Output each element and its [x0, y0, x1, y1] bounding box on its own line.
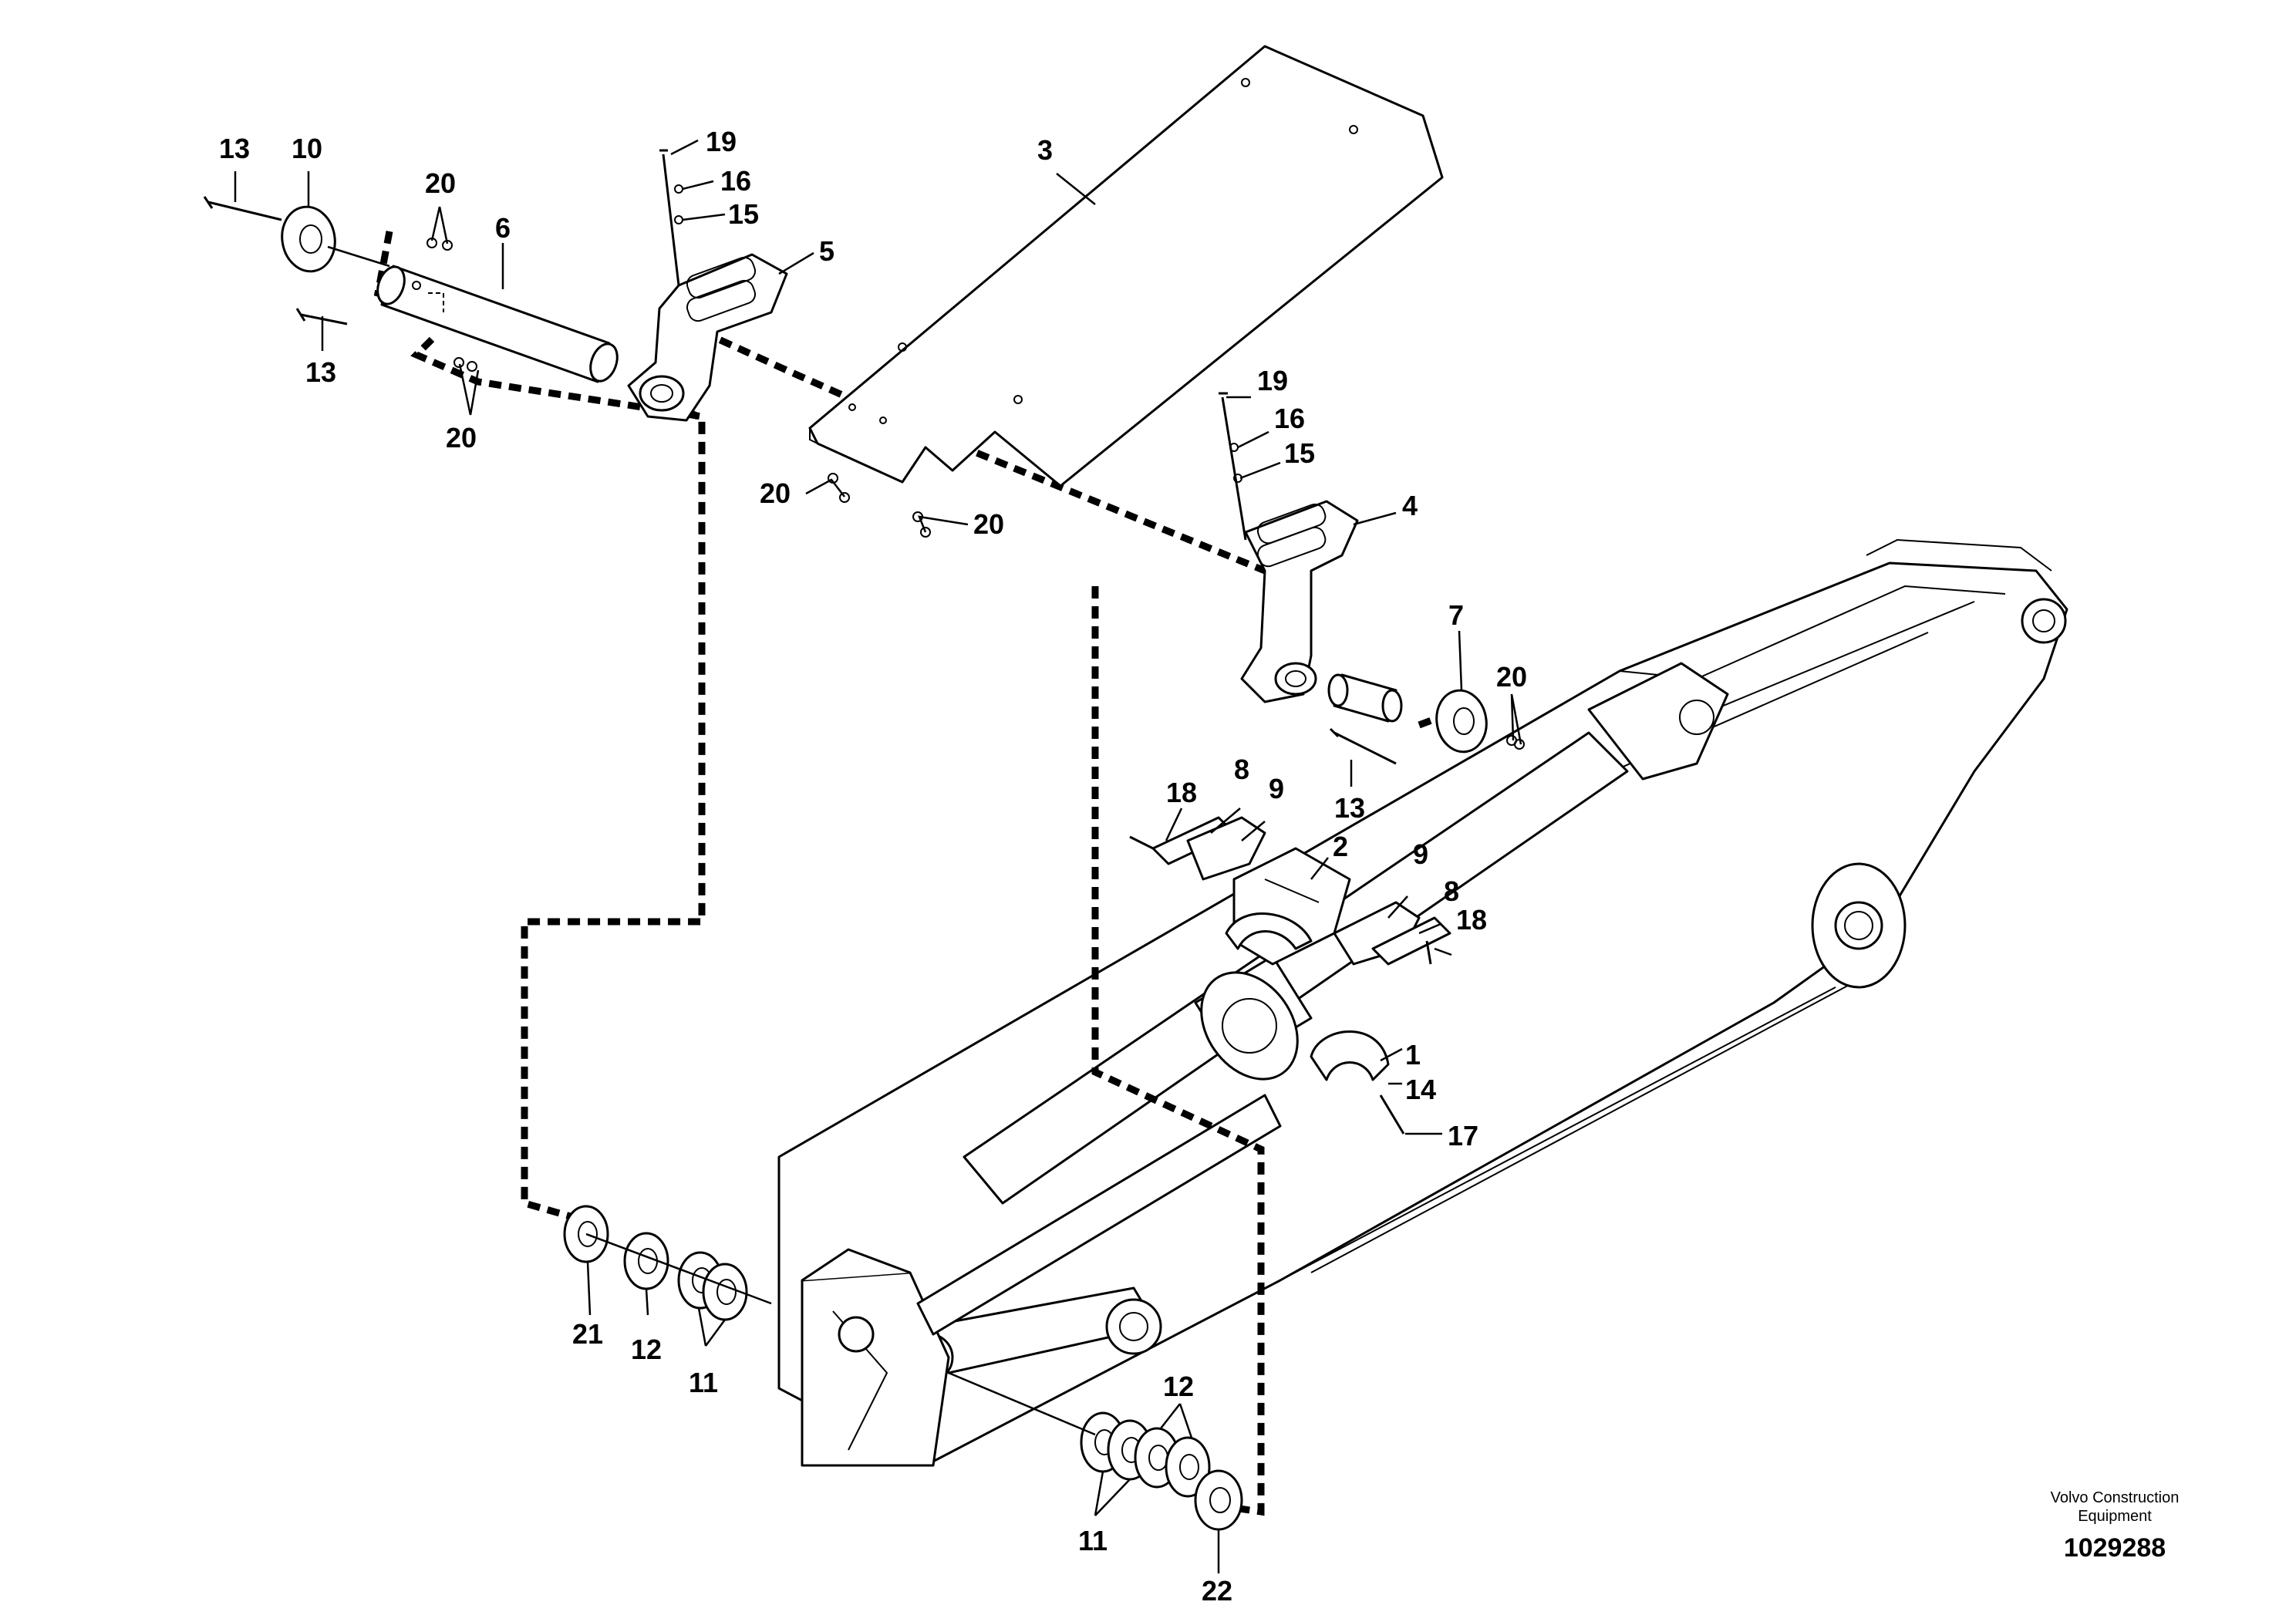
callout-18: 18	[1456, 904, 1487, 936]
callout-21: 21	[572, 1318, 603, 1350]
callout-13: 13	[219, 133, 250, 164]
shims-right	[948, 1371, 1243, 1531]
part-3-cover-plate	[808, 45, 1444, 487]
part-10-washer	[281, 205, 390, 273]
callout-11: 11	[689, 1367, 718, 1398]
callout-15: 15	[728, 198, 759, 230]
callout-12: 12	[1163, 1371, 1194, 1402]
callout-10: 10	[292, 133, 322, 164]
callout-8: 8	[1444, 875, 1459, 907]
callout-16: 16	[1274, 403, 1305, 434]
callout-20: 20	[446, 422, 477, 454]
callout-1: 1	[1405, 1039, 1421, 1071]
callout-20: 20	[1496, 661, 1527, 693]
drawing-number: 1029288	[2064, 1533, 2166, 1563]
callout-3: 3	[1037, 134, 1053, 166]
title-block: Volvo Construction Equipment 1029288	[2051, 1489, 2180, 1563]
callout-6: 6	[495, 212, 511, 244]
callout-11: 11	[1078, 1525, 1108, 1556]
manufacturer-credit-line2: Equipment	[2078, 1508, 2152, 1525]
callout-19: 19	[1257, 365, 1288, 396]
callout-20: 20	[425, 167, 456, 199]
part-1-clamp-half	[1310, 1030, 1405, 1135]
callout-15: 15	[1284, 437, 1315, 469]
callout-labels: 13 10 20 6 13 20 19 16 15 5 3 20 20 19 1…	[219, 126, 1527, 1607]
boom-structure	[777, 538, 2068, 1467]
callout-7: 7	[1448, 599, 1464, 631]
callout-8: 8	[1234, 754, 1249, 785]
callout-13: 13	[305, 356, 336, 388]
callout-22: 22	[1202, 1575, 1232, 1607]
callout-2: 2	[1333, 831, 1348, 862]
manufacturer-credit-line1: Volvo Construction	[2051, 1489, 2180, 1506]
callout-4: 4	[1402, 490, 1418, 521]
callout-16: 16	[720, 165, 751, 197]
callout-12: 12	[631, 1334, 662, 1365]
callout-14: 14	[1405, 1074, 1436, 1105]
part-4-bracket	[1240, 500, 1359, 703]
callout-18: 18	[1166, 777, 1197, 808]
callout-9: 9	[1413, 838, 1428, 870]
callout-13: 13	[1334, 792, 1365, 824]
shims-left	[563, 1205, 772, 1321]
callout-5: 5	[819, 235, 834, 267]
bolts	[203, 149, 1525, 765]
callout-19: 19	[706, 126, 737, 157]
callout-9: 9	[1269, 773, 1284, 804]
callout-20: 20	[760, 477, 791, 509]
part-2-clamp	[1225, 847, 1351, 966]
callout-17: 17	[1448, 1120, 1478, 1152]
part-5-bracket	[627, 253, 788, 422]
part-7-pin	[1327, 673, 1488, 754]
part-8-9-clamps	[1129, 816, 1451, 966]
leader-lines	[234, 139, 1522, 1573]
callout-20: 20	[973, 508, 1004, 540]
part-6-pin	[376, 265, 619, 383]
